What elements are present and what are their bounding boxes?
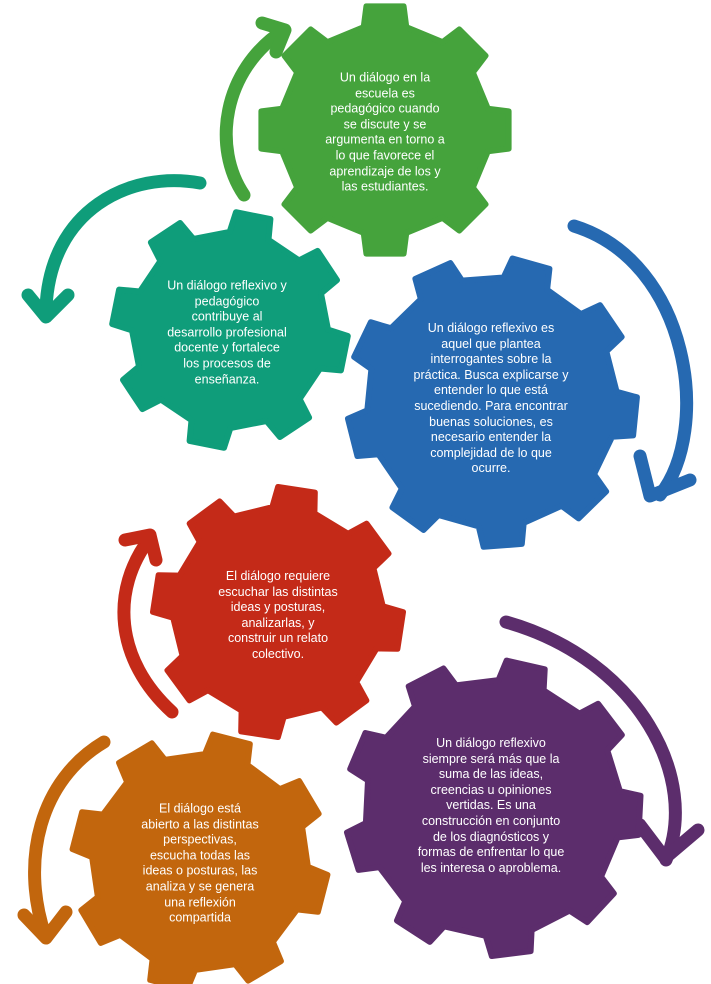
teal-curved-arrow-icon bbox=[39, 174, 207, 315]
red-arrowhead-icon bbox=[118, 528, 163, 567]
red-gear-icon bbox=[150, 484, 406, 740]
purple-arrowhead-icon bbox=[633, 818, 705, 865]
teal-arrowhead-icon bbox=[21, 288, 75, 324]
blue-arrowhead-icon bbox=[633, 449, 697, 503]
orange-curved-arrow-icon bbox=[28, 735, 111, 942]
green-gear-icon bbox=[258, 3, 512, 257]
red-gear-text: El diálogo requiere escuchar las distint… bbox=[218, 569, 338, 662]
green-arrowhead-icon bbox=[255, 16, 292, 59]
purple-gear-text: Un diálogo reflexivo siempre será más qu… bbox=[417, 735, 565, 875]
red-curved-arrow-icon bbox=[117, 531, 179, 719]
orange-arrowhead-icon bbox=[17, 905, 73, 945]
orange-gear-icon bbox=[69, 731, 331, 984]
blue-curved-arrow-icon bbox=[567, 219, 694, 502]
orange-gear-text: El diálogo está abierto a las distintas … bbox=[141, 801, 259, 925]
teal-gear-icon bbox=[109, 209, 351, 451]
blue-gear-text: Un diálogo reflexivo es aquel que plante… bbox=[413, 321, 569, 476]
blue-gear-icon bbox=[345, 255, 640, 550]
green-curved-arrow-icon bbox=[219, 23, 291, 202]
teal-gear-text: Un diálogo reflexivo y pedagógico contri… bbox=[167, 278, 287, 386]
purple-curved-arrow-icon bbox=[499, 615, 682, 867]
purple-gear-icon bbox=[344, 657, 644, 959]
green-gear-text: Un diálogo en la escuela es pedagógico c… bbox=[325, 70, 445, 194]
